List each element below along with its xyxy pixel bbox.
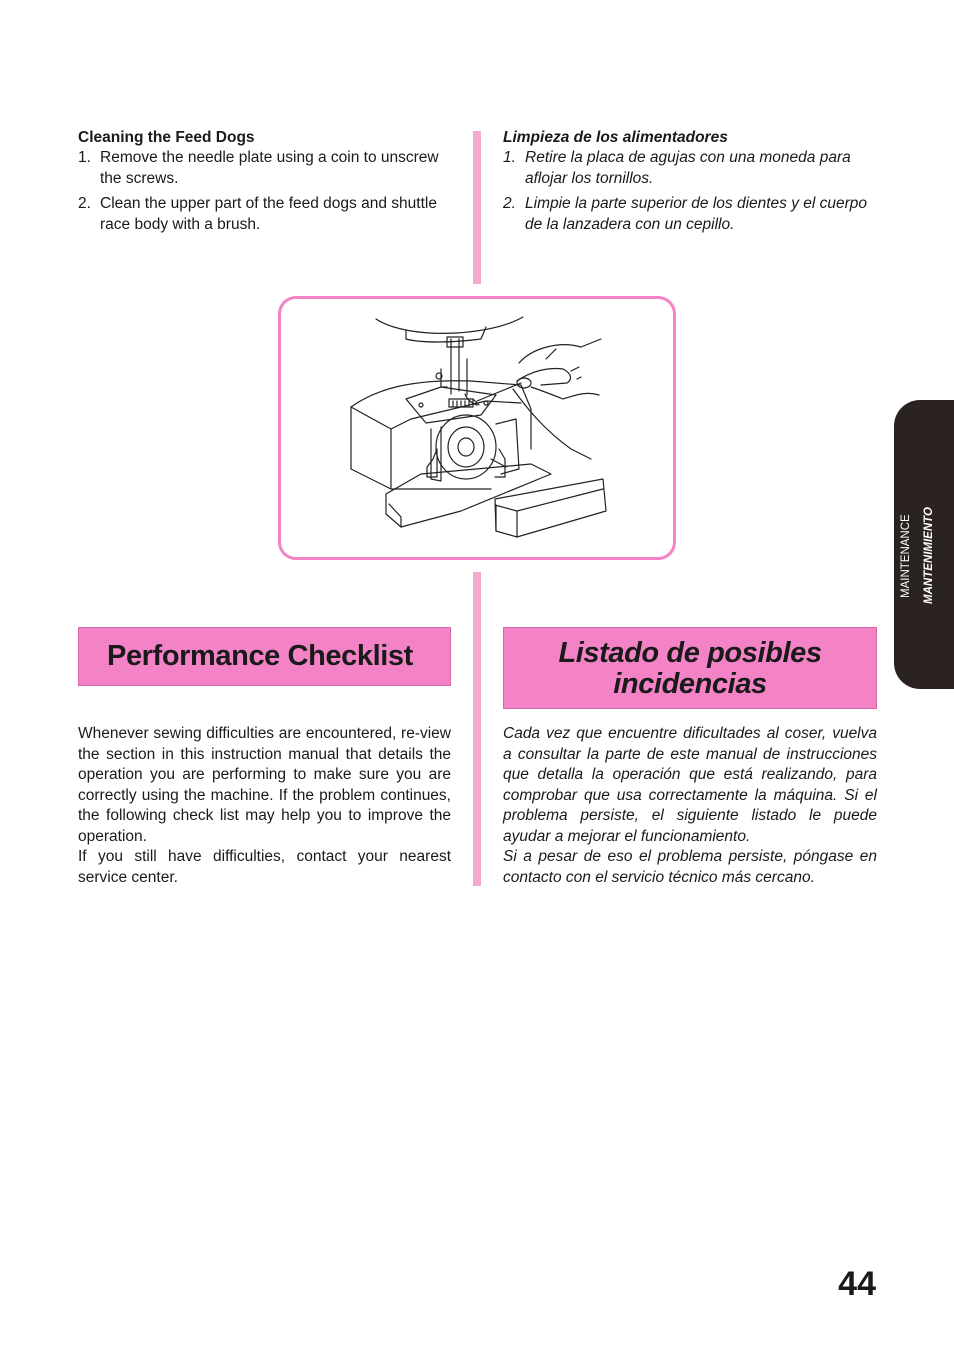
spanish-steps-list: 1.Retire la placa de agujas con una mone… (503, 148, 877, 235)
list-item: 1.Remove the needle plate using a coin t… (78, 149, 439, 187)
list-item: 2.Limpie la parte superior de los diente… (503, 195, 868, 233)
english-intro: Whenever sewing difficulties are encount… (78, 724, 451, 888)
side-tab-english-label: MAINTENANCE (900, 514, 912, 598)
english-cleaning-heading: Cleaning the Feed Dogs (78, 129, 255, 146)
spanish-section-title-box: Listado de posibles incidencias (503, 627, 877, 709)
english-intro-paragraph-1: Whenever sewing difficulties are encount… (78, 725, 451, 845)
page-number: 44 (838, 1265, 876, 1303)
english-section-title: Performance Checklist (107, 640, 413, 672)
cleaning-figure-frame (278, 296, 676, 560)
side-tab-spanish-label: MANTENIMIENTO (923, 507, 935, 604)
list-item: 2.Clean the upper part of the feed dogs … (78, 195, 437, 233)
spanish-cleaning-section: Limpieza de los alimentadores 1.Retire l… (503, 128, 877, 240)
section-side-tab: MAINTENANCE MANTENIMIENTO (894, 400, 954, 689)
column-divider-bottom (473, 572, 481, 886)
english-cleaning-section: Cleaning the Feed Dogs 1.Remove the need… (78, 128, 451, 240)
list-item: 1.Retire la placa de agujas con una mone… (503, 149, 851, 187)
spanish-section-title: Listado de posibles incidencias (504, 638, 876, 700)
spanish-intro: Cada vez que encuentre dificultades al c… (503, 724, 877, 888)
spanish-intro-paragraph-2: Si a pesar de eso el problema persiste, … (503, 848, 877, 886)
english-section-title-box: Performance Checklist (78, 627, 451, 686)
english-steps-list: 1.Remove the needle plate using a coin t… (78, 148, 451, 235)
sewing-machine-cleaning-illustration (350, 316, 607, 538)
spanish-section-title-line2: incidencias (613, 668, 767, 700)
column-divider-top (473, 131, 481, 284)
spanish-intro-paragraph-1: Cada vez que encuentre dificultades al c… (503, 725, 877, 845)
english-intro-paragraph-2: If you still have difficulties, contact … (78, 848, 451, 886)
spanish-section-title-line1: Listado de posibles (558, 637, 822, 669)
spanish-cleaning-heading: Limpieza de los alimentadores (503, 129, 728, 146)
